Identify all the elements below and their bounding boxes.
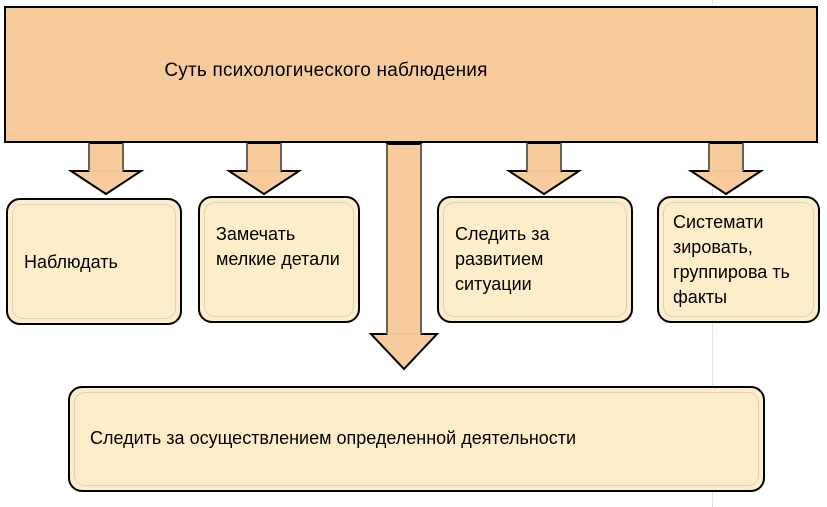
node-box-notice-details[interactable]: Замечать мелкие детали	[198, 196, 360, 323]
node-label-3: Следить за развитием ситуации	[455, 224, 550, 294]
down-arrow-icon-3	[505, 142, 583, 196]
header-box[interactable]: Суть психологического наблюдения	[4, 6, 818, 143]
down-arrow-icon-1	[67, 142, 145, 196]
node-box-observe[interactable]: Наблюдать	[6, 198, 182, 325]
node-label-4: Системати зировать, группирова ть факты	[673, 212, 790, 307]
down-arrow-icon-4	[687, 142, 765, 196]
node-box-bottom-activity[interactable]: Следить за осуществлением определенной д…	[68, 386, 765, 492]
down-arrow-icon-2	[225, 142, 303, 196]
node-box-systematize-facts[interactable]: Системати зировать, группирова ть факты	[657, 196, 820, 323]
long-down-arrow-icon	[368, 143, 440, 371]
node-label-1: Наблюдать	[24, 252, 118, 272]
header-title: Суть психологического наблюдения	[164, 60, 488, 81]
node-label-bottom: Следить за осуществлением определенной д…	[90, 428, 577, 448]
node-label-2: Замечать мелкие детали	[216, 224, 340, 269]
node-box-track-situation[interactable]: Следить за развитием ситуации	[437, 196, 633, 323]
